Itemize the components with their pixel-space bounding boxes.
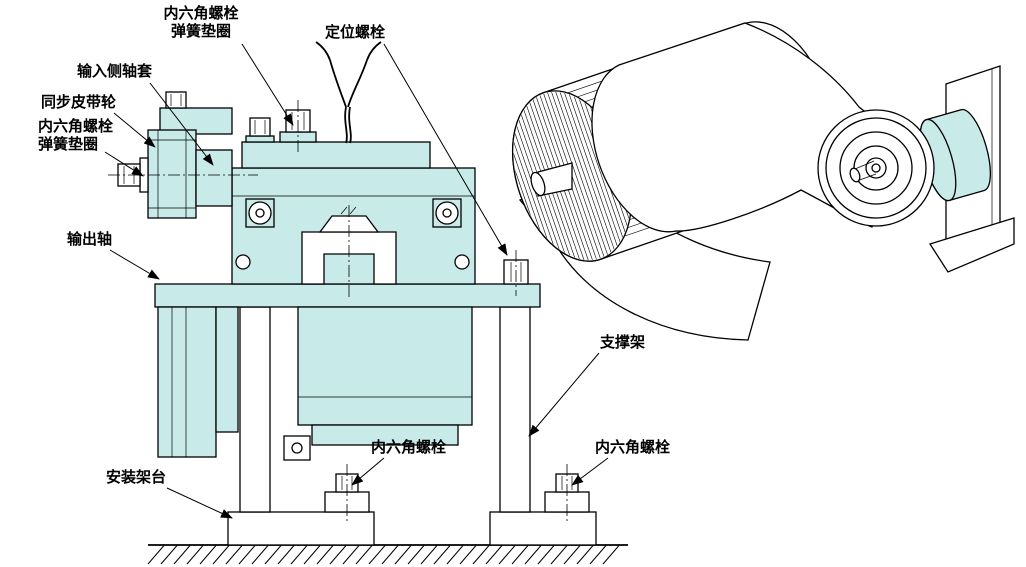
positioning-bolt-part [503, 250, 529, 296]
label-line: 内六角螺栓 [163, 5, 239, 22]
drive-hub-cylinder [919, 108, 992, 202]
output-flange-plate [154, 283, 541, 308]
label-positioning-bolt: 定位螺栓 [325, 24, 386, 41]
label-timing-belt-pulley: 同步皮带轮 [41, 94, 117, 111]
ground [147, 544, 628, 565]
output-shaft-disc [157, 306, 239, 458]
label-mounting-stand: 安装架台 [106, 469, 167, 486]
label-hex-bolt-spring-washer-top: 内六角螺栓 弹簧垫圈 [155, 5, 247, 41]
isometric-belt-drive-view [494, 21, 1015, 341]
motor-housing [283, 306, 473, 461]
leader-hex-bolt-bottom-left [351, 457, 385, 486]
ground-hatching [147, 545, 620, 565]
leader-positioning-bolt [383, 43, 508, 256]
label-output-shaft: 输出轴 [67, 231, 113, 248]
label-hex-bolt-spring-washer-left: 内六角螺栓 弹簧垫圈 [38, 118, 113, 154]
leader-input-side-sleeve [149, 82, 214, 166]
leader-mounting-stand [166, 487, 233, 519]
label-hex-bolt-bottom-right: 内六角螺栓 [595, 439, 671, 456]
label-line: 弹簧垫圈 [38, 136, 99, 153]
reducer-body [231, 141, 476, 298]
leader-timing-belt-pulley [113, 112, 156, 148]
leader-hex-bolt-left [104, 151, 144, 177]
label-support-bracket: 支撑架 [600, 334, 646, 351]
driven-pulley [817, 109, 935, 227]
label-input-side-sleeve: 输入侧轴套 [77, 63, 153, 80]
leader-hex-bolt-top [241, 43, 294, 126]
leader-output-shaft [109, 249, 160, 280]
input-assembly [108, 91, 258, 219]
leader-hex-bolt-bottom-right [571, 457, 609, 486]
label-line: 弹簧垫圈 [170, 23, 231, 40]
roller-shaft-stub [530, 162, 573, 197]
leader-support-bracket [528, 352, 600, 437]
sectional-view [108, 41, 628, 565]
leader-lines [104, 43, 609, 519]
mounting-stand [227, 306, 597, 546]
label-hex-bolt-bottom-left: 内六角螺栓 [371, 439, 447, 456]
label-line: 内六角螺栓 [38, 118, 114, 135]
input-side-sleeve-part [195, 149, 233, 207]
motor-cable [315, 41, 382, 144]
timing-belt-pulley-part [147, 129, 197, 219]
